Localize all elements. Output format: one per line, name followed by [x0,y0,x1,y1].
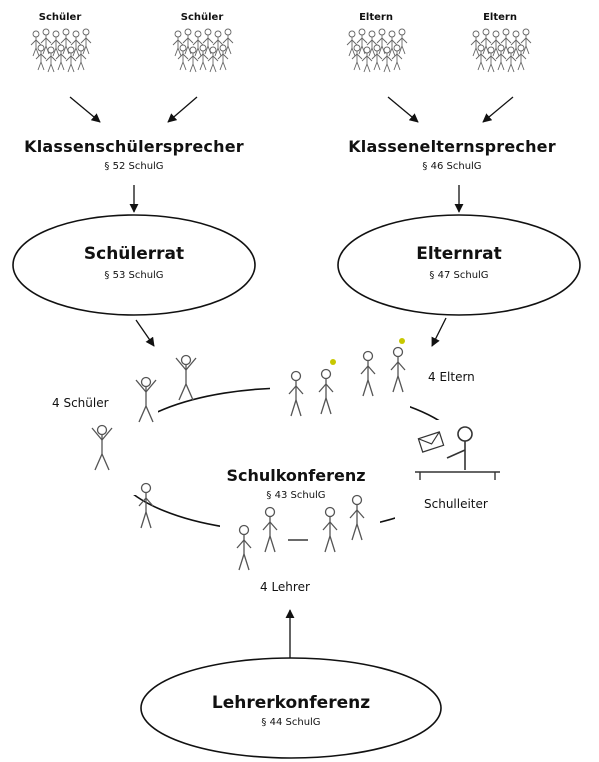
class-parent-rep-title: Klasseneltern­sprecher [348,137,556,156]
school-conference-law: § 43 SchulG [266,490,326,501]
crowd-parents-right [471,29,531,72]
arrow-parents-right [482,96,514,123]
group-label-parents-left: Eltern [359,12,393,23]
arrow-parent-council-to-conference [431,317,447,347]
crowd-students-right [173,29,233,72]
student-council-ellipse [12,214,256,316]
teacher-conference-ellipse [140,657,442,759]
parent-council-ellipse [337,214,581,316]
members-principal-label: Schulleiter [424,497,488,511]
class-student-rep-law: § 52 SchulG [104,161,164,172]
teacher-conference-law: § 44 SchulG [261,717,321,728]
arrow-student-council-to-conference [135,319,155,347]
arrow-students-right [167,96,198,123]
crowd-students-left [31,29,91,72]
school-conference-title: Schulkonferenz [226,466,366,485]
members-parents-label: 4 Eltern [428,370,475,384]
members-students-label: 4 Schüler [52,396,109,410]
group-label-students-left: Schüler [38,12,82,23]
crowd-parents-left [347,29,407,72]
student-council-law: § 53 SchulG [104,270,164,281]
student-figure-1 [175,354,197,401]
teacher-conference-title: Lehrerkonferenz [211,693,371,713]
arrow-parents-left [387,96,419,123]
parent-council-title: Elternrat [416,244,502,264]
student-council-title: Schülerrat [83,244,185,264]
idea-bulb-icon [399,338,405,344]
class-parent-rep-law: § 46 SchulG [422,161,482,172]
arrow-students-left [69,96,101,123]
members-teachers-label: 4 Lehrer [260,580,310,594]
group-label-parents-right: Eltern [483,12,517,23]
principal-figure [415,426,500,480]
envelope-icon [417,431,445,453]
idea-bulb-icon [330,359,336,365]
parent-council-law: § 47 SchulG [429,270,489,281]
class-student-rep-title: Klassenschülersprecher [24,137,244,156]
group-label-students-right: Schüler [180,12,224,23]
